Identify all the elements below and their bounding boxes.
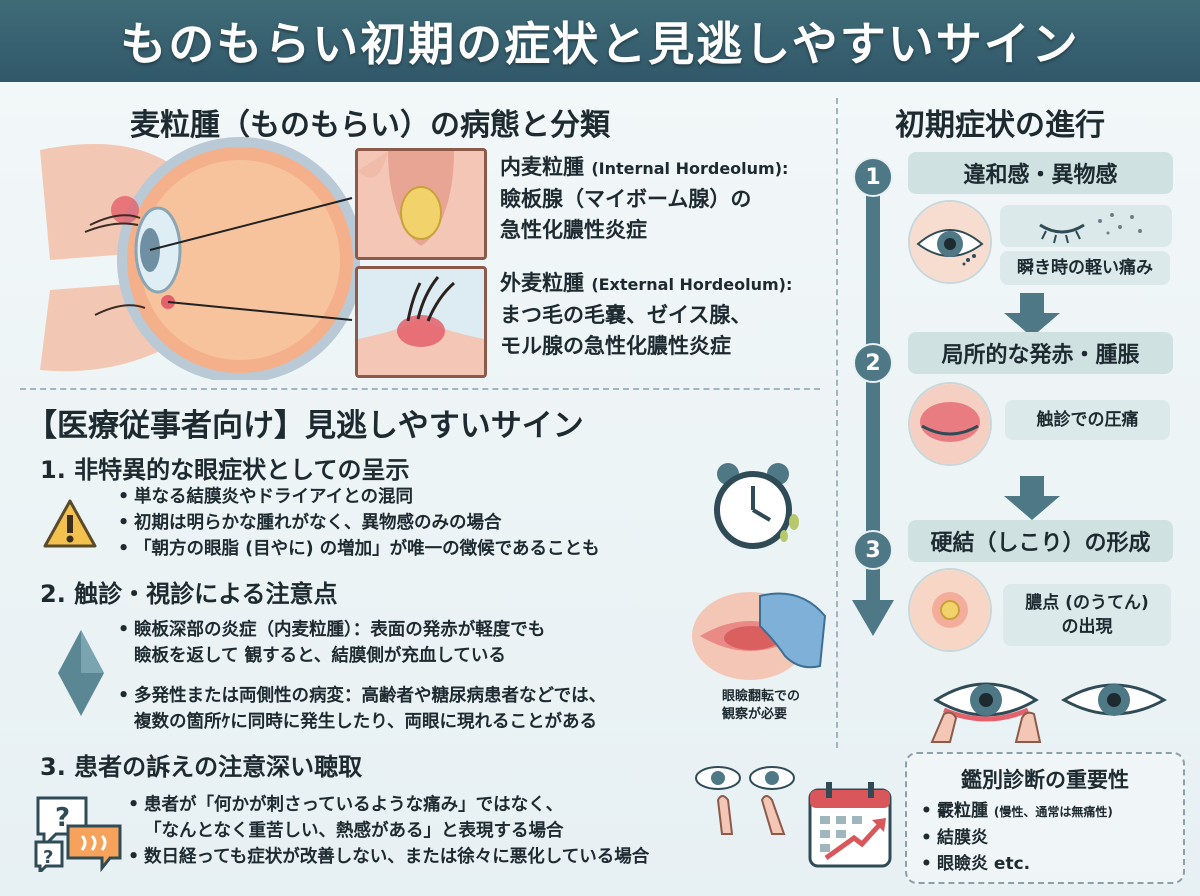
external-line2: モル腺の急性化膿性炎症 — [500, 334, 731, 358]
step-number-2: 2 — [853, 343, 893, 383]
internal-en: (Internal Hordeolum): — [591, 159, 789, 178]
eye-rubbing-illustration — [695, 766, 795, 835]
list-item: 数日経っても症状が改善しない、または徐々に悪化している場合 — [128, 844, 818, 870]
list-item: 患者が「何かが刺さっているような痛み」ではなく、 「なんとなく重苦しい、熱感があ… — [128, 792, 818, 844]
step-number-1: 1 — [853, 157, 893, 197]
step-title-3: 硬結（しこり）の形成 — [908, 520, 1173, 562]
internal-hordeolum-illustration — [355, 148, 487, 260]
step1-note: 瞬き時の軽い痛み — [1000, 251, 1170, 285]
list-item: 初期は明らかな腫れがなく、異物感のみの場合 — [118, 510, 758, 536]
step3-pus-illustration — [908, 568, 992, 652]
step3-note-line: 膿点 (のうてん) — [1025, 593, 1149, 613]
internal-name: 内麦粒腫 — [500, 155, 584, 179]
diamond-icon — [58, 630, 104, 716]
differential-list: 霰粒腫 (慢性、通常は無痛性) 結膜炎 眼瞼炎 etc. — [921, 798, 1113, 877]
section1-bullets: 単なる結膜炎やドライアイとの混同 初期は明らかな腫れがなく、異物感のみの場合 「… — [118, 484, 758, 562]
diff-item-note: (慢性、通常は無痛性) — [993, 805, 1113, 819]
blinking-eye-icon — [1000, 205, 1172, 247]
progression-title: 初期症状の進行 — [895, 108, 1105, 143]
differential-diagnosis-box: 鑑別診断の重要性 霰粒腫 (慢性、通常は無痛性) 結膜炎 眼瞼炎 etc. — [905, 752, 1185, 884]
page-title: ものもらい初期の症状と見逃しやすいサイン — [120, 17, 1080, 71]
progression-timeline — [866, 168, 880, 608]
side-note-line: 観察が必要 — [722, 707, 788, 722]
bullet-line: 多発性または両側性の病変：高齢者や糖尿病患者などでは、 — [134, 686, 607, 706]
bullet-line: 瞼板深部の炎症（内麦粒腫）：表面の発赤が軽度でも — [134, 620, 546, 640]
section2-bullet2: 多発性または両側性の病変：高齢者や糖尿病患者などでは、 複数の箇所ｹに同時に発生… — [118, 683, 718, 735]
list-item: 瞼板深部の炎症（内麦粒腫）：表面の発赤が軽度でも 瞼板を返して 観すると、結膜側… — [118, 617, 708, 669]
section1-title: 1. 非特異的な眼症状としての呈示 — [40, 456, 410, 484]
warning-icon — [43, 499, 97, 548]
bullet-line: 瞼板を返して 観すると、結膜側が充血している — [134, 646, 506, 666]
down-arrow-icon — [1004, 476, 1060, 520]
external-en: (External Hordeolum): — [591, 275, 793, 294]
internal-hordeolum-description: 内麦粒腫 (Internal Hordeolum): 瞼板腺（マイボーム腺）の … — [500, 152, 830, 246]
internal-line2: 急性化膿性炎症 — [500, 218, 647, 242]
list-item: 単なる結膜炎やドライアイとの混同 — [118, 484, 758, 510]
svg-text:?: ? — [43, 847, 53, 868]
bullet-line: 患者が「何かが刺さっているような痛み」ではなく、 — [144, 795, 564, 815]
horizontal-divider — [20, 388, 820, 390]
section2-title: 2. 触診・視診による注意点 — [40, 580, 338, 608]
section2-bullet1: 瞼板深部の炎症（内麦粒腫）：表面の発赤が軽度でも 瞼板を返して 観すると、結膜側… — [118, 617, 708, 669]
list-item: 「朝方の眼脂 (目やに) の増加」が唯一の徴候であることも — [118, 536, 758, 562]
down-arrow-icon — [1004, 293, 1060, 337]
signs-title: 【医療従事者向け】見逃しやすいサイン — [26, 408, 584, 444]
eyelid-eversion-illustration — [692, 592, 827, 680]
section3-bullets: 患者が「何かが刺さっているような痛み」ではなく、 「なんとなく重苦しい、熱感があ… — [128, 792, 818, 870]
alarm-clock-icon — [714, 463, 799, 549]
bullet-line: 「なんとなく重苦しい、熱感がある」と表現する場合 — [144, 821, 564, 841]
timeline-arrowhead — [852, 600, 894, 636]
external-line1: まつ毛の毛嚢、ゼイス腺、 — [500, 303, 752, 327]
step3-note-line: の出現 — [1061, 617, 1113, 637]
internal-line1: 瞼板腺（マイボーム腺）の — [500, 187, 752, 211]
step3-note: 膿点 (のうてん) の出現 — [1003, 584, 1171, 646]
header-banner: ものもらい初期の症状と見逃しやすいサイン — [0, 0, 1200, 82]
step-title-1: 違和感・異物感 — [908, 152, 1173, 194]
section3-title: 3. 患者の訴えの注意深い聴取 — [40, 753, 363, 781]
diff-item-label: 霰粒腫 — [937, 801, 988, 821]
eye-cross-section-illustration — [40, 137, 360, 380]
external-hordeolum-illustration — [355, 266, 487, 378]
step2-note: 触診での圧痛 — [1005, 400, 1170, 440]
step1-eye-illustration — [908, 200, 992, 284]
step-number-3: 3 — [853, 530, 893, 570]
bullet-line: 複数の箇所ｹに同時に発生したり、両眼に現れることがある — [134, 712, 598, 732]
eyelid-exam-illustration — [930, 682, 1167, 743]
calendar-icon — [808, 782, 892, 868]
list-item: 眼瞼炎 etc. — [921, 851, 1113, 877]
external-hordeolum-description: 外麦粒腫 (External Hordeolum): まつ毛の毛嚢、ゼイス腺、 … — [500, 268, 830, 362]
step2-eye-illustration — [908, 382, 992, 466]
vertical-divider — [836, 98, 838, 748]
pathology-title: 麦粒腫（ものもらい）の病態と分類 — [130, 108, 610, 143]
differential-title: 鑑別診断の重要性 — [961, 768, 1129, 792]
side-note-line: 眼瞼翻転での — [722, 689, 801, 704]
step-title-2: 局所的な発赤・腫脹 — [908, 332, 1173, 374]
list-item: 多発性または両側性の病変：高齢者や糖尿病患者などでは、 複数の箇所ｹに同時に発生… — [118, 683, 718, 735]
speech-bubbles-icon: ? ? — [34, 796, 122, 872]
svg-text:?: ? — [55, 803, 70, 833]
side-note: 眼瞼翻転での 観察が必要 — [722, 688, 842, 724]
list-item: 結膜炎 — [921, 825, 1113, 851]
list-item: 霰粒腫 (慢性、通常は無痛性) — [921, 798, 1113, 825]
external-name: 外麦粒腫 — [500, 271, 584, 295]
